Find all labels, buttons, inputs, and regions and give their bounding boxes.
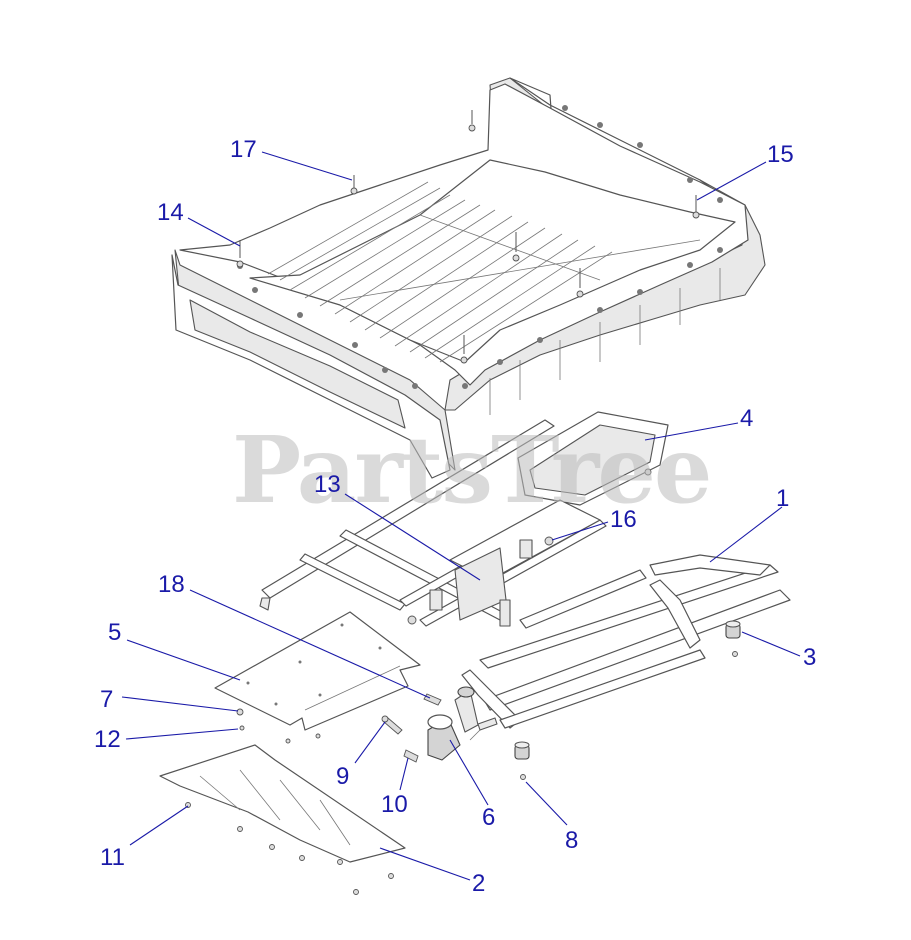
leader-16 [551,521,609,541]
leader-12 [125,728,239,740]
callout-4[interactable]: 4 [740,405,753,432]
leader-14 [187,217,241,247]
callout-14[interactable]: 14 [157,199,184,226]
leader-8 [525,781,568,826]
callout-11[interactable]: 11 [100,844,125,871]
lift-actuator [381,686,498,763]
callout-5[interactable]: 5 [108,619,121,646]
leader-6 [449,739,489,806]
leader-4 [644,422,739,441]
callout-8[interactable]: 8 [565,827,578,854]
leader-11 [129,805,189,846]
leader-10 [399,757,409,791]
callout-1[interactable]: 1 [776,485,789,512]
leader-7 [121,696,239,712]
leader-1 [709,506,783,563]
cargo-bed [171,77,766,479]
callout-6[interactable]: 6 [482,804,495,831]
bed-frame [259,419,791,729]
callout-16[interactable]: 16 [610,506,637,533]
callout-12[interactable]: 12 [94,726,121,753]
bed-plate [517,411,669,516]
callout-9[interactable]: 9 [336,763,349,790]
callout-7[interactable]: 7 [100,686,113,713]
callout-18[interactable]: 18 [158,571,185,598]
callout-15[interactable]: 15 [767,141,794,168]
rubber-bumpers [514,620,741,780]
leader-2 [379,847,471,881]
leader-5 [126,639,241,681]
callout-2[interactable]: 2 [472,870,485,897]
callout-10[interactable]: 10 [381,791,408,818]
callouts: 1 2 3 4 5 6 7 8 9 10 11 12 13 [94,136,816,897]
leader-9 [354,721,386,764]
leader-17 [261,151,353,181]
callout-3[interactable]: 3 [803,644,816,671]
floor-panel [214,611,421,744]
leader-3 [741,631,801,657]
leader-13 [344,493,481,581]
callout-13[interactable]: 13 [314,471,341,498]
leader-18 [189,589,431,699]
skid-plate [159,744,406,895]
watermark: PartsTree [232,416,710,524]
callout-17[interactable]: 17 [230,136,257,163]
leader-15 [696,161,767,201]
